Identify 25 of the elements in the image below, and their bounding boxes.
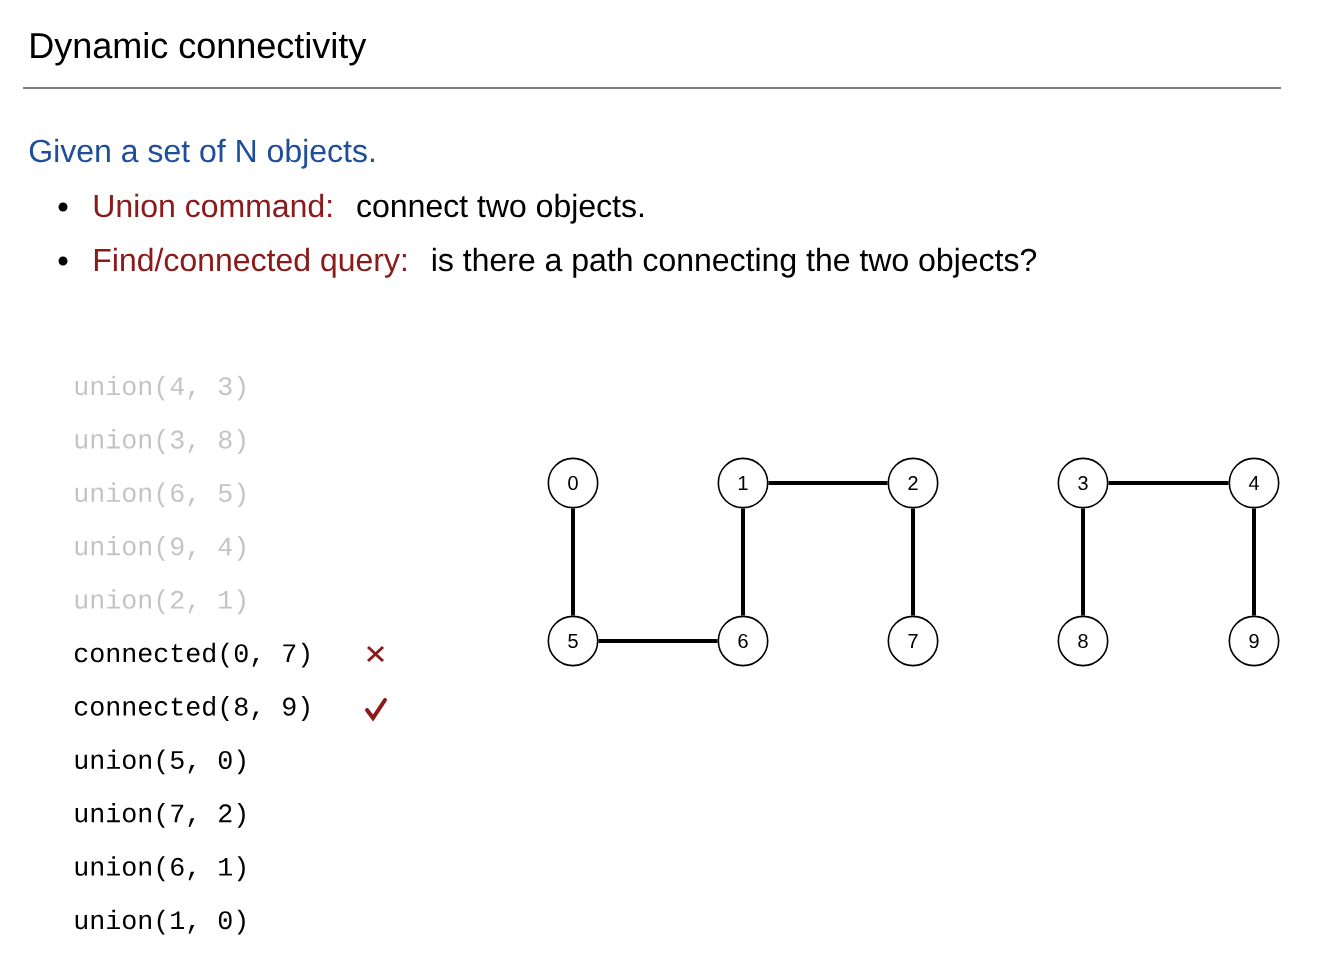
code-line: union(5, 0) [75, 749, 245, 775]
term-text: Find/connected query: [94, 247, 406, 278]
connector-line [1108, 481, 1229, 485]
code-line: union(6, 1) [75, 856, 245, 882]
code-line: union(9, 4) [75, 535, 245, 561]
connector-line [741, 508, 745, 616]
term-text: Union command: [94, 193, 332, 218]
connector-line [911, 508, 915, 616]
definition-text: connect two objects. [357, 193, 643, 224]
code-line: connected(0, 7) [74, 642, 309, 668]
connector-line [768, 481, 888, 485]
definition-text: is there a path connecting the two objects? [432, 247, 1037, 278]
connector-line [1252, 508, 1256, 616]
code-line: union(6, 5) [75, 482, 245, 508]
code-line: connected(8, 9) [74, 696, 309, 721]
intro-text: Given a set of N objects. [29, 138, 374, 169]
code-line: union(2, 1) [75, 589, 245, 615]
connector-line [1081, 508, 1085, 616]
code-line: union(3, 8) [75, 429, 245, 454]
connector-line [598, 639, 718, 643]
code-line: union(7, 2) [75, 802, 245, 828]
connector-line [571, 508, 575, 616]
code-line: union(4, 3) [75, 375, 245, 401]
slide-title: Dynamic connectivity [31, 31, 367, 66]
code-line: union(1, 0) [75, 909, 245, 935]
